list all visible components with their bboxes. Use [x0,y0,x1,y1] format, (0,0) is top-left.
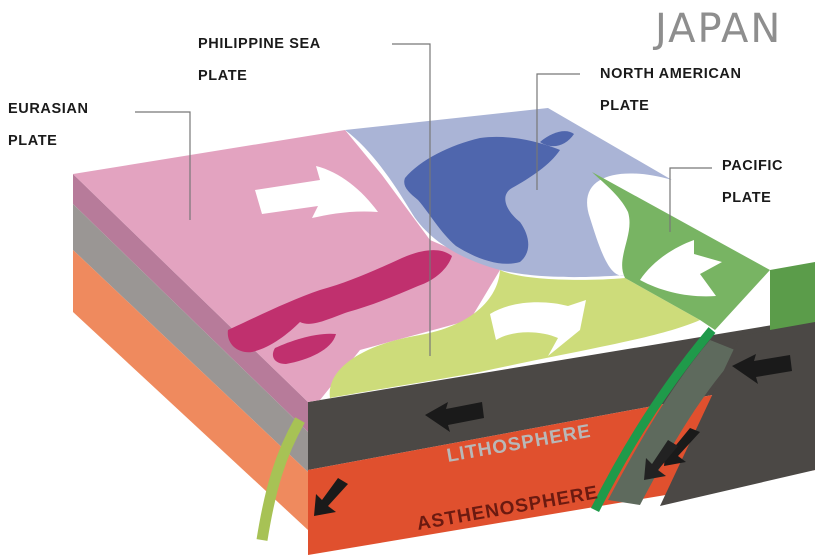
label-north-american-line1: NORTH AMERICAN [600,66,742,82]
philippine-subducting-edge [256,417,305,541]
label-philippine-sea-line2: PLATE [198,68,248,84]
left-face-crust [73,174,308,432]
left-face-asthenosphere [73,250,308,530]
label-north-american-plate: NORTH AMERICAN PLATE [600,58,742,122]
label-philippine-sea-line1: PHILIPPINE SEA [198,36,321,52]
label-pacific-line1: PACIFIC [722,158,784,174]
pacific-slab-front [608,340,740,505]
philippine-down-arrow [314,478,348,516]
japan-islands-south-2 [272,333,336,364]
label-eurasian-line1: EURASIAN [8,101,89,117]
pacific-subducting-edge [590,327,716,513]
japan-islands-south [227,250,452,353]
philippine-sea-plate-surface [329,270,700,398]
lithosphere-arrow-left [425,402,484,432]
pacific-front-arrow [732,354,792,384]
north-american-plate-surface [345,108,672,278]
pacific-motion-arrow [640,240,722,297]
philippine-motion-arrow [490,300,586,356]
label-pacific-line2: PLATE [722,190,772,206]
eurasian-plate-surface [73,130,500,402]
front-face-asthenosphere [308,376,815,555]
eurasian-motion-arrow [255,166,378,218]
label-north-american-line2: PLATE [600,98,650,114]
pacific-side-face [770,262,815,330]
leader-line-eurasian [135,111,191,220]
leader-line-pacific [669,167,712,232]
leader-line-north-american [536,73,580,190]
left-face-lithosphere [73,204,308,472]
diagram-title: JAPAN [655,6,783,52]
leader-line-philippine-sea [392,43,431,356]
label-pacific-plate: PACIFIC PLATE [722,150,783,214]
japan-islands-north [404,136,560,264]
pacific-down-arrow-2 [644,440,678,480]
label-philippine-sea-plate: PHILIPPINE SEA PLATE [198,28,321,92]
pacific-down-arrow-1 [664,428,700,466]
label-eurasian-plate: EURASIAN PLATE [8,93,89,157]
label-eurasian-line2: PLATE [8,133,58,149]
japan-islands-north-2 [540,131,574,147]
